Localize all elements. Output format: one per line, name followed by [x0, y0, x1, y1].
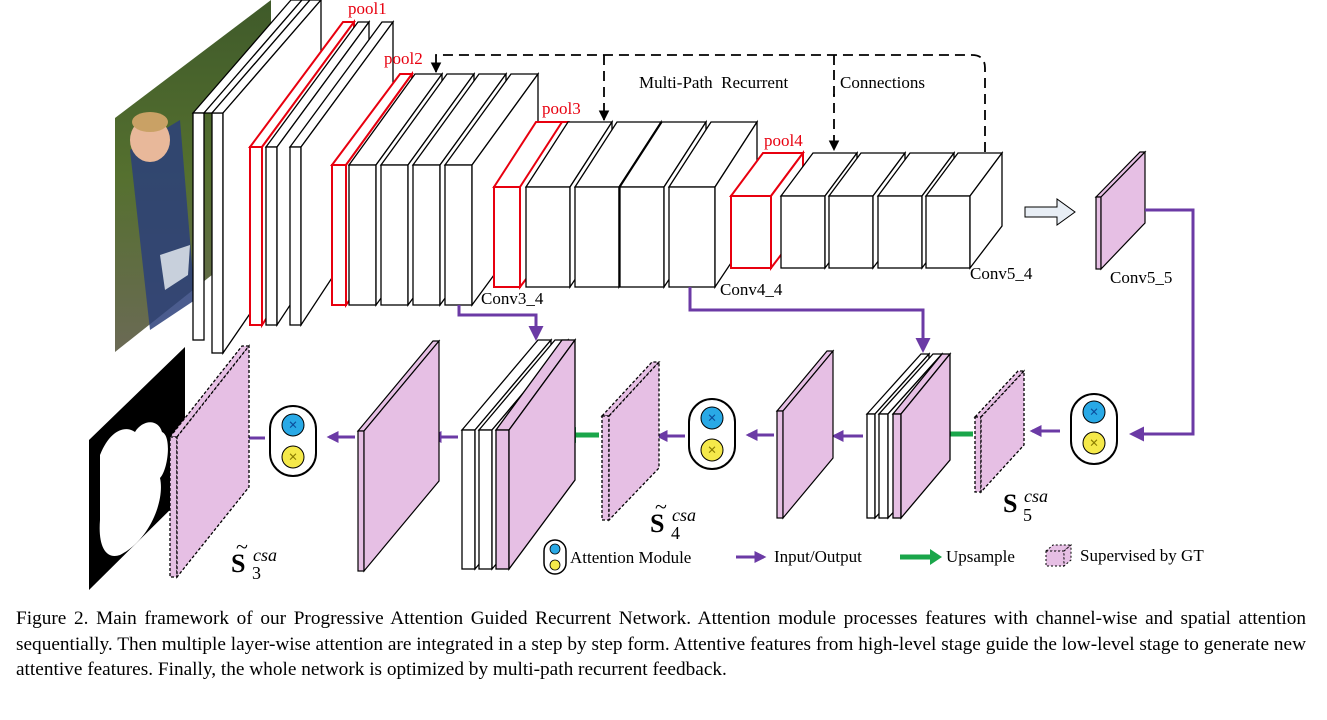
conv-labels: Conv3_4 Conv4_4 Conv5_4 Conv5_5 — [481, 264, 1172, 308]
conv5-5-to-attention-arrow — [1129, 208, 1195, 442]
conv-feature-4 — [775, 349, 835, 520]
framework-diagram: pool1 pool2 pool3 pool4 Conv3_4 Conv4_4 … — [89, 0, 1204, 590]
conv3-skip-arrow — [457, 305, 544, 341]
pool4-label: pool4 — [764, 131, 803, 150]
legend-io-label: Input/Output — [774, 547, 862, 566]
svg-text:×: × — [1089, 404, 1098, 421]
svg-text:~: ~ — [236, 534, 248, 559]
caption-text: Figure 2. Main framework of our Progress… — [16, 608, 1306, 680]
svg-text:csa: csa — [1024, 486, 1048, 506]
conv5-5-label: Conv5_5 — [1110, 268, 1172, 287]
legend-supervised-icon — [1044, 543, 1073, 568]
spatial-attention-icon — [1082, 431, 1106, 455]
s4-feature — [600, 360, 661, 522]
recurrent-label-part-2: Connections — [840, 73, 925, 92]
channel-attention-icon — [1082, 400, 1106, 424]
attention-module-5: × × — [1070, 393, 1118, 465]
svg-text:csa: csa — [672, 505, 696, 525]
channel-attention-icon — [281, 413, 305, 437]
recurrent-label-bg — [634, 70, 954, 94]
conv4-block — [492, 119, 759, 290]
recurrent-label: Multi-Path Recurrent Connections — [639, 70, 925, 96]
svg-text:4: 4 — [671, 523, 680, 543]
s4-label: ~ S csa 4 — [650, 494, 696, 543]
legend-attention-label: Attention Module — [570, 548, 691, 567]
conv5-block — [729, 149, 1004, 271]
s5-feature — [973, 369, 1026, 494]
svg-text:S: S — [650, 509, 664, 538]
conv3-4-label: Conv3_4 — [481, 289, 544, 308]
svg-text:×: × — [707, 410, 716, 427]
conv-feature-3 — [356, 339, 441, 573]
conv5-4-label: Conv5_4 — [970, 264, 1033, 283]
attention-module-3: × × — [269, 405, 317, 477]
figure-caption: Figure 2. Main framework of our Progress… — [16, 606, 1306, 683]
legend-upsample-label: Upsample — [946, 547, 1015, 566]
conv1-block — [191, 0, 322, 356]
svg-text:×: × — [1089, 435, 1098, 452]
encoder-blocks — [191, 0, 1004, 356]
svg-text:×: × — [707, 442, 716, 459]
spatial-attention-icon — [700, 438, 724, 462]
pool-labels: pool1 pool2 pool3 pool4 — [348, 0, 803, 150]
conv4-skip-arrow — [688, 287, 931, 353]
svg-text:S: S — [231, 549, 245, 578]
s5-label: S csa 5 — [1003, 486, 1048, 525]
svg-text:3: 3 — [252, 563, 261, 583]
conv3-block — [330, 70, 540, 309]
conv5-5-feature — [1094, 150, 1147, 271]
channel-attention-icon — [700, 406, 724, 430]
transition-arrow — [1024, 198, 1076, 226]
svg-text:×: × — [288, 417, 297, 434]
svg-text:×: × — [288, 449, 297, 466]
recurrent-connections — [430, 54, 986, 152]
conv4-4-label: Conv4_4 — [720, 280, 783, 299]
concat-feature-3 — [460, 338, 577, 571]
legend-supervised-label: Supervised by GT — [1080, 546, 1204, 565]
pool3-label: pool3 — [542, 99, 581, 118]
attention-module-4: × × — [688, 398, 736, 470]
pool1-label: pool1 — [348, 0, 387, 18]
legend: Attention Module Input/Output Upsample S… — [543, 539, 1204, 575]
svg-text:~: ~ — [655, 494, 667, 519]
recurrent-label-part-1: Multi-Path Recurrent — [639, 73, 788, 92]
pool2-label: pool2 — [384, 49, 423, 68]
svg-text:5: 5 — [1023, 505, 1032, 525]
spatial-attention-icon — [281, 445, 305, 469]
saliency-output-image — [89, 347, 185, 590]
s3-feature — [168, 344, 251, 579]
legend-attention-icon — [543, 539, 567, 575]
s3-label: ~ S csa 3 — [231, 534, 277, 583]
concat-feature-4 — [865, 352, 952, 520]
svg-text:csa: csa — [253, 545, 277, 565]
svg-text:S: S — [1003, 489, 1017, 518]
